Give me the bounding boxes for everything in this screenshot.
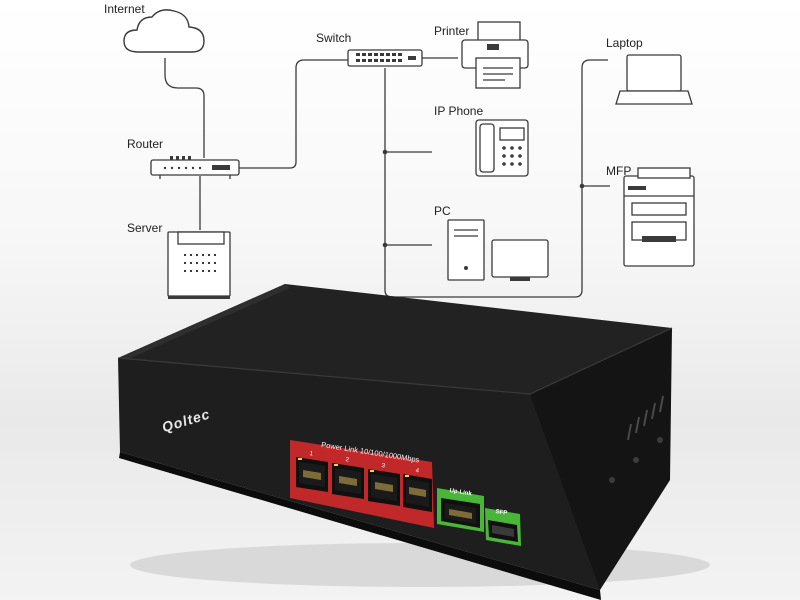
- label-ip-phone: IP Phone: [434, 104, 484, 118]
- laptop-icon: [615, 54, 693, 105]
- label-mfp: MFP: [606, 164, 632, 178]
- side-vents: [627, 395, 664, 441]
- cloud-icon: [123, 9, 205, 53]
- ip-phone-icon: [475, 119, 529, 177]
- switch-bus-line: [384, 59, 608, 298]
- junction-pc: [382, 242, 388, 248]
- device-base: [119, 452, 601, 600]
- side-screws: [609, 437, 663, 483]
- internet-router-line: [164, 58, 205, 158]
- router-switch-line: [238, 59, 348, 169]
- uplink-port-panel: [437, 488, 484, 532]
- router-icon: [150, 156, 240, 179]
- device-top-face: [118, 284, 672, 394]
- mfp-icon: [623, 167, 695, 267]
- junction-ipphone: [382, 149, 388, 155]
- connection-lines: [164, 57, 610, 298]
- printer-icon: [461, 21, 529, 89]
- label-printer: Printer: [434, 24, 470, 38]
- port-1: [296, 457, 328, 492]
- sfp-port-panel: [485, 508, 521, 546]
- network-switch-device: [117, 284, 673, 600]
- server-icon: [167, 231, 231, 299]
- junction-mfp: [579, 183, 585, 189]
- label-laptop: Laptop: [606, 36, 643, 50]
- label-internet: Internet: [104, 2, 145, 16]
- pc-icon: [447, 219, 549, 281]
- label-switch: Switch: [316, 31, 352, 45]
- port-3: [368, 469, 400, 506]
- label-server: Server: [127, 221, 163, 235]
- poe-port-panel: [290, 440, 434, 528]
- switch-icon: [347, 49, 423, 67]
- port-2: [332, 463, 364, 499]
- port-leds: [298, 458, 409, 477]
- label-router: Router: [127, 137, 164, 151]
- label-pc: PC: [434, 204, 451, 218]
- port-4: [403, 474, 432, 512]
